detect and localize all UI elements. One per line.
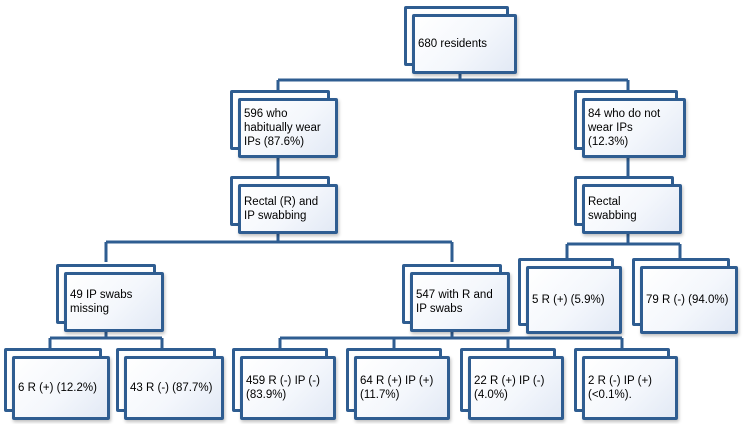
node-missing-neg-label: 43 R (-) (87.7%)	[130, 382, 213, 394]
node-wear: 596 who habitually wear IPs (87.6%)	[230, 90, 338, 158]
node-root: 680 residents	[404, 6, 517, 74]
node-neg-neg-label: 459 R (-) IP (-) (83.9%)	[246, 375, 320, 401]
node-swab-r-ip: Rectal (R) and IP swabbing	[230, 176, 338, 234]
node-neg-neg: 459 R (-) IP (-) (83.9%)	[232, 348, 336, 420]
node-ip-missing-label: 49 IP swabs missing	[70, 289, 133, 315]
node-missing-pos-label: 6 R (+) (12.2%)	[18, 382, 97, 394]
node-notwear: 84 who do not wear IPs (12.3%)	[574, 90, 686, 158]
node-root-label: 680 residents	[418, 38, 488, 50]
node-with-r-ip: 547 with R and IP swabs	[402, 264, 510, 332]
node-notwear-neg: 79 R (-) (94.0%)	[632, 258, 738, 334]
node-with-r-ip-label: 547 with R and IP swabs	[416, 289, 493, 315]
node-ip-missing: 49 IP swabs missing	[56, 264, 164, 332]
node-notwear-neg-label: 79 R (-) (94.0%)	[646, 294, 729, 306]
connector-missing	[48, 330, 164, 348]
node-notwear-pos: 5 R (+) (5.9%)	[518, 258, 622, 334]
node-swab-r-ip-label: Rectal (R) and IP swabbing	[244, 196, 319, 222]
node-notwear-pos-label: 5 R (+) (5.9%)	[532, 294, 605, 306]
node-swab-r-label: Rectal swabbing	[588, 196, 637, 222]
node-pos-pos-label: 64 R (+) IP (+) (11.7%)	[360, 375, 434, 401]
node-pos-pos: 64 R (+) IP (+) (11.7%)	[346, 348, 450, 420]
node-wear-label: 596 who habitually wear IPs (87.6%)	[244, 108, 321, 148]
node-missing-pos: 6 R (+) (12.2%)	[4, 348, 110, 420]
node-missing-neg: 43 R (-) (87.7%)	[116, 348, 224, 420]
node-pos-neg-label: 22 R (+) IP (-) (4.0%)	[474, 375, 545, 401]
node-notwear-label: 84 who do not wear IPs (12.3%)	[588, 108, 661, 148]
connector-with	[278, 330, 624, 348]
node-neg-pos: 2 R (-) IP (+) (<0.1%).	[574, 348, 678, 420]
node-swab-r: Rectal swabbing	[574, 176, 682, 234]
connector-swab-r	[565, 232, 682, 258]
node-pos-neg: 22 R (+) IP (-) (4.0%)	[460, 348, 564, 420]
connector-swab-r-ip	[104, 232, 454, 262]
connector-root	[276, 72, 630, 92]
node-neg-pos-label: 2 R (-) IP (+) (<0.1%).	[588, 375, 653, 401]
